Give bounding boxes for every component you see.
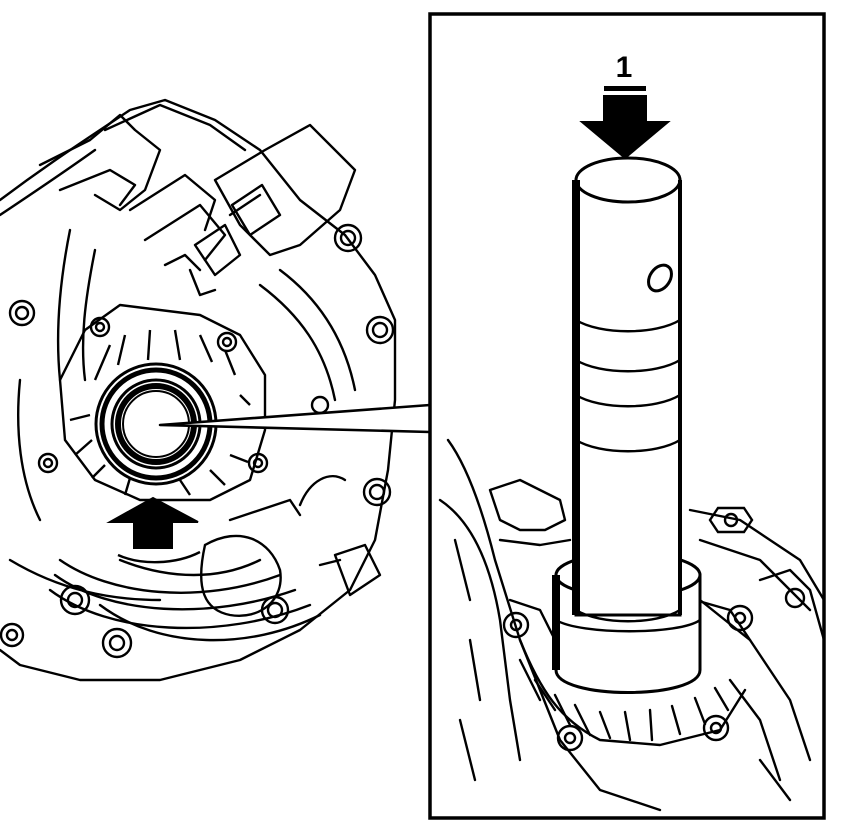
callout-label-1: 1 [615, 51, 633, 84]
install-direction-arrow [106, 496, 201, 564]
force-arrow [579, 86, 671, 160]
housing-bolts [0, 223, 395, 659]
bearing-flange [58, 303, 267, 502]
detail-inset [428, 12, 826, 820]
driver-shaft [572, 156, 682, 623]
